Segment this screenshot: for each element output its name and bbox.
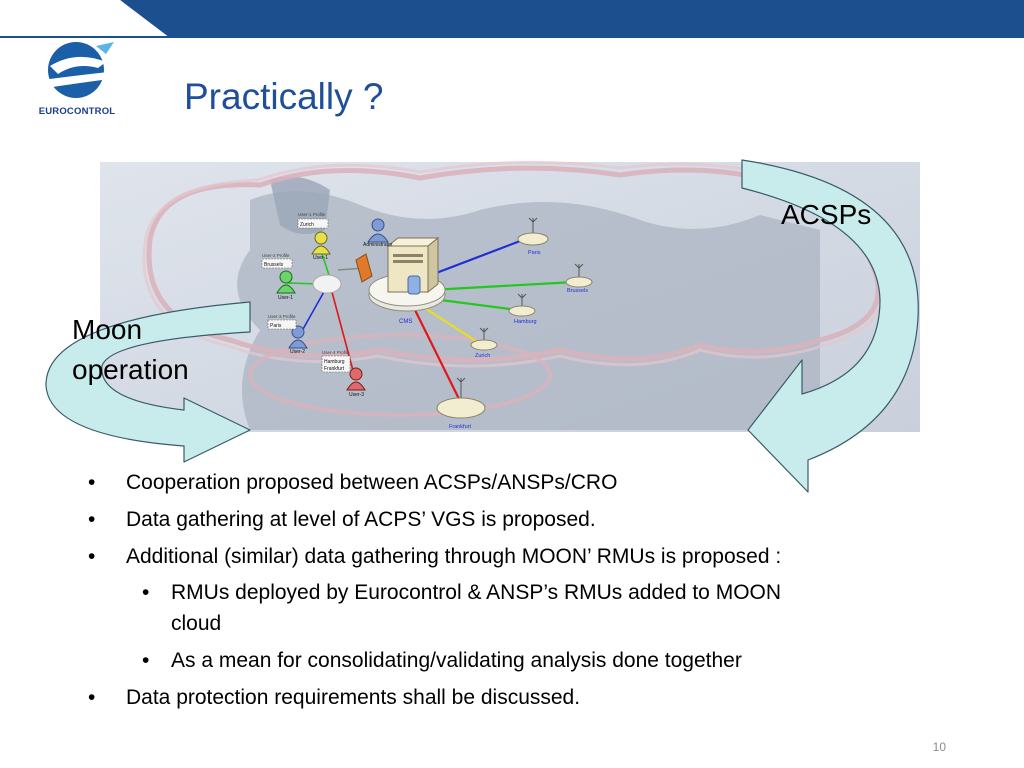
firewall-icon (355, 253, 373, 283)
profile3-value: Paris (270, 323, 282, 329)
administrator-label: Administrator (363, 242, 393, 248)
bullet-dot-icon: • (88, 545, 96, 568)
bullet-dot-icon: • (88, 471, 96, 494)
zurich-label: Zurich (475, 353, 490, 359)
user2-label: User-2 (290, 349, 305, 355)
profile2-value: Brussels (264, 262, 284, 268)
receiver-brussels-icon (565, 263, 593, 288)
moon-operation-callout: Moon operation (72, 310, 189, 390)
link-user3 (331, 291, 356, 379)
bullet-dot-icon: • (142, 581, 150, 604)
link-brussels (429, 280, 576, 292)
bullet-dot-icon: • (142, 649, 150, 672)
link-zurich (419, 304, 483, 346)
hamburg-label: Hamburg (514, 319, 537, 325)
acsps-callout: ACSPs (781, 199, 872, 230)
cloud-outline-lower (248, 333, 552, 417)
user-icon (311, 231, 331, 255)
receiver-zurich-icon (470, 327, 498, 351)
user1a-label: User-1 (313, 255, 328, 261)
link-frankfurt (414, 309, 463, 406)
cms-label: CMS (399, 319, 412, 325)
bullet-dot-icon: • (88, 508, 96, 531)
cloud-outline (146, 165, 881, 363)
receiver-frankfurt-icon (436, 377, 486, 419)
acsps-curved-arrow (741, 159, 919, 493)
receiver-hamburg-icon (508, 293, 536, 317)
slide-title: Practically ? (184, 76, 384, 117)
user-icon (288, 325, 308, 349)
moon-callout-line2: operation (72, 354, 189, 385)
profile2-title: User-2 Profile (262, 253, 290, 258)
eurocontrol-logo: EUROCONTROL (36, 36, 118, 122)
header-bar (0, 0, 1024, 38)
profile1-title: User-1 Profile (298, 212, 326, 217)
user-icon (346, 367, 366, 391)
profile1-value: Zurich (300, 222, 314, 228)
eurocontrol-emblem-icon (42, 42, 114, 98)
page-number: 10 (932, 740, 946, 754)
cms-server-icon (368, 236, 446, 312)
frankfurt-label: Frankfurt (449, 424, 471, 430)
user3-label: User-3 (349, 392, 364, 398)
profile4-value1: Hamburg (324, 359, 345, 365)
user1b-label: User-1 (278, 295, 293, 301)
internet-cloud-icon (312, 274, 342, 294)
profile4-value2: Frankfurt (324, 366, 345, 372)
moon-curved-arrow (45, 301, 251, 463)
bullet-dot-icon: • (88, 686, 96, 709)
administrator-icon (367, 218, 389, 243)
receiver-paris-icon (517, 217, 549, 246)
profile4-title: User-4 Profile (322, 350, 350, 355)
moon-callout-line1: Moon (72, 314, 143, 345)
profile3-title: User-3 Profile (268, 314, 296, 319)
user-icon (276, 270, 296, 294)
logo-text: EUROCONTROL (38, 106, 116, 117)
network-diagram: CMS Administrator User-1 User-1 Profile … (0, 150, 1024, 500)
paris-label: Paris (528, 250, 541, 256)
brussels-label: Brussels (567, 288, 588, 294)
